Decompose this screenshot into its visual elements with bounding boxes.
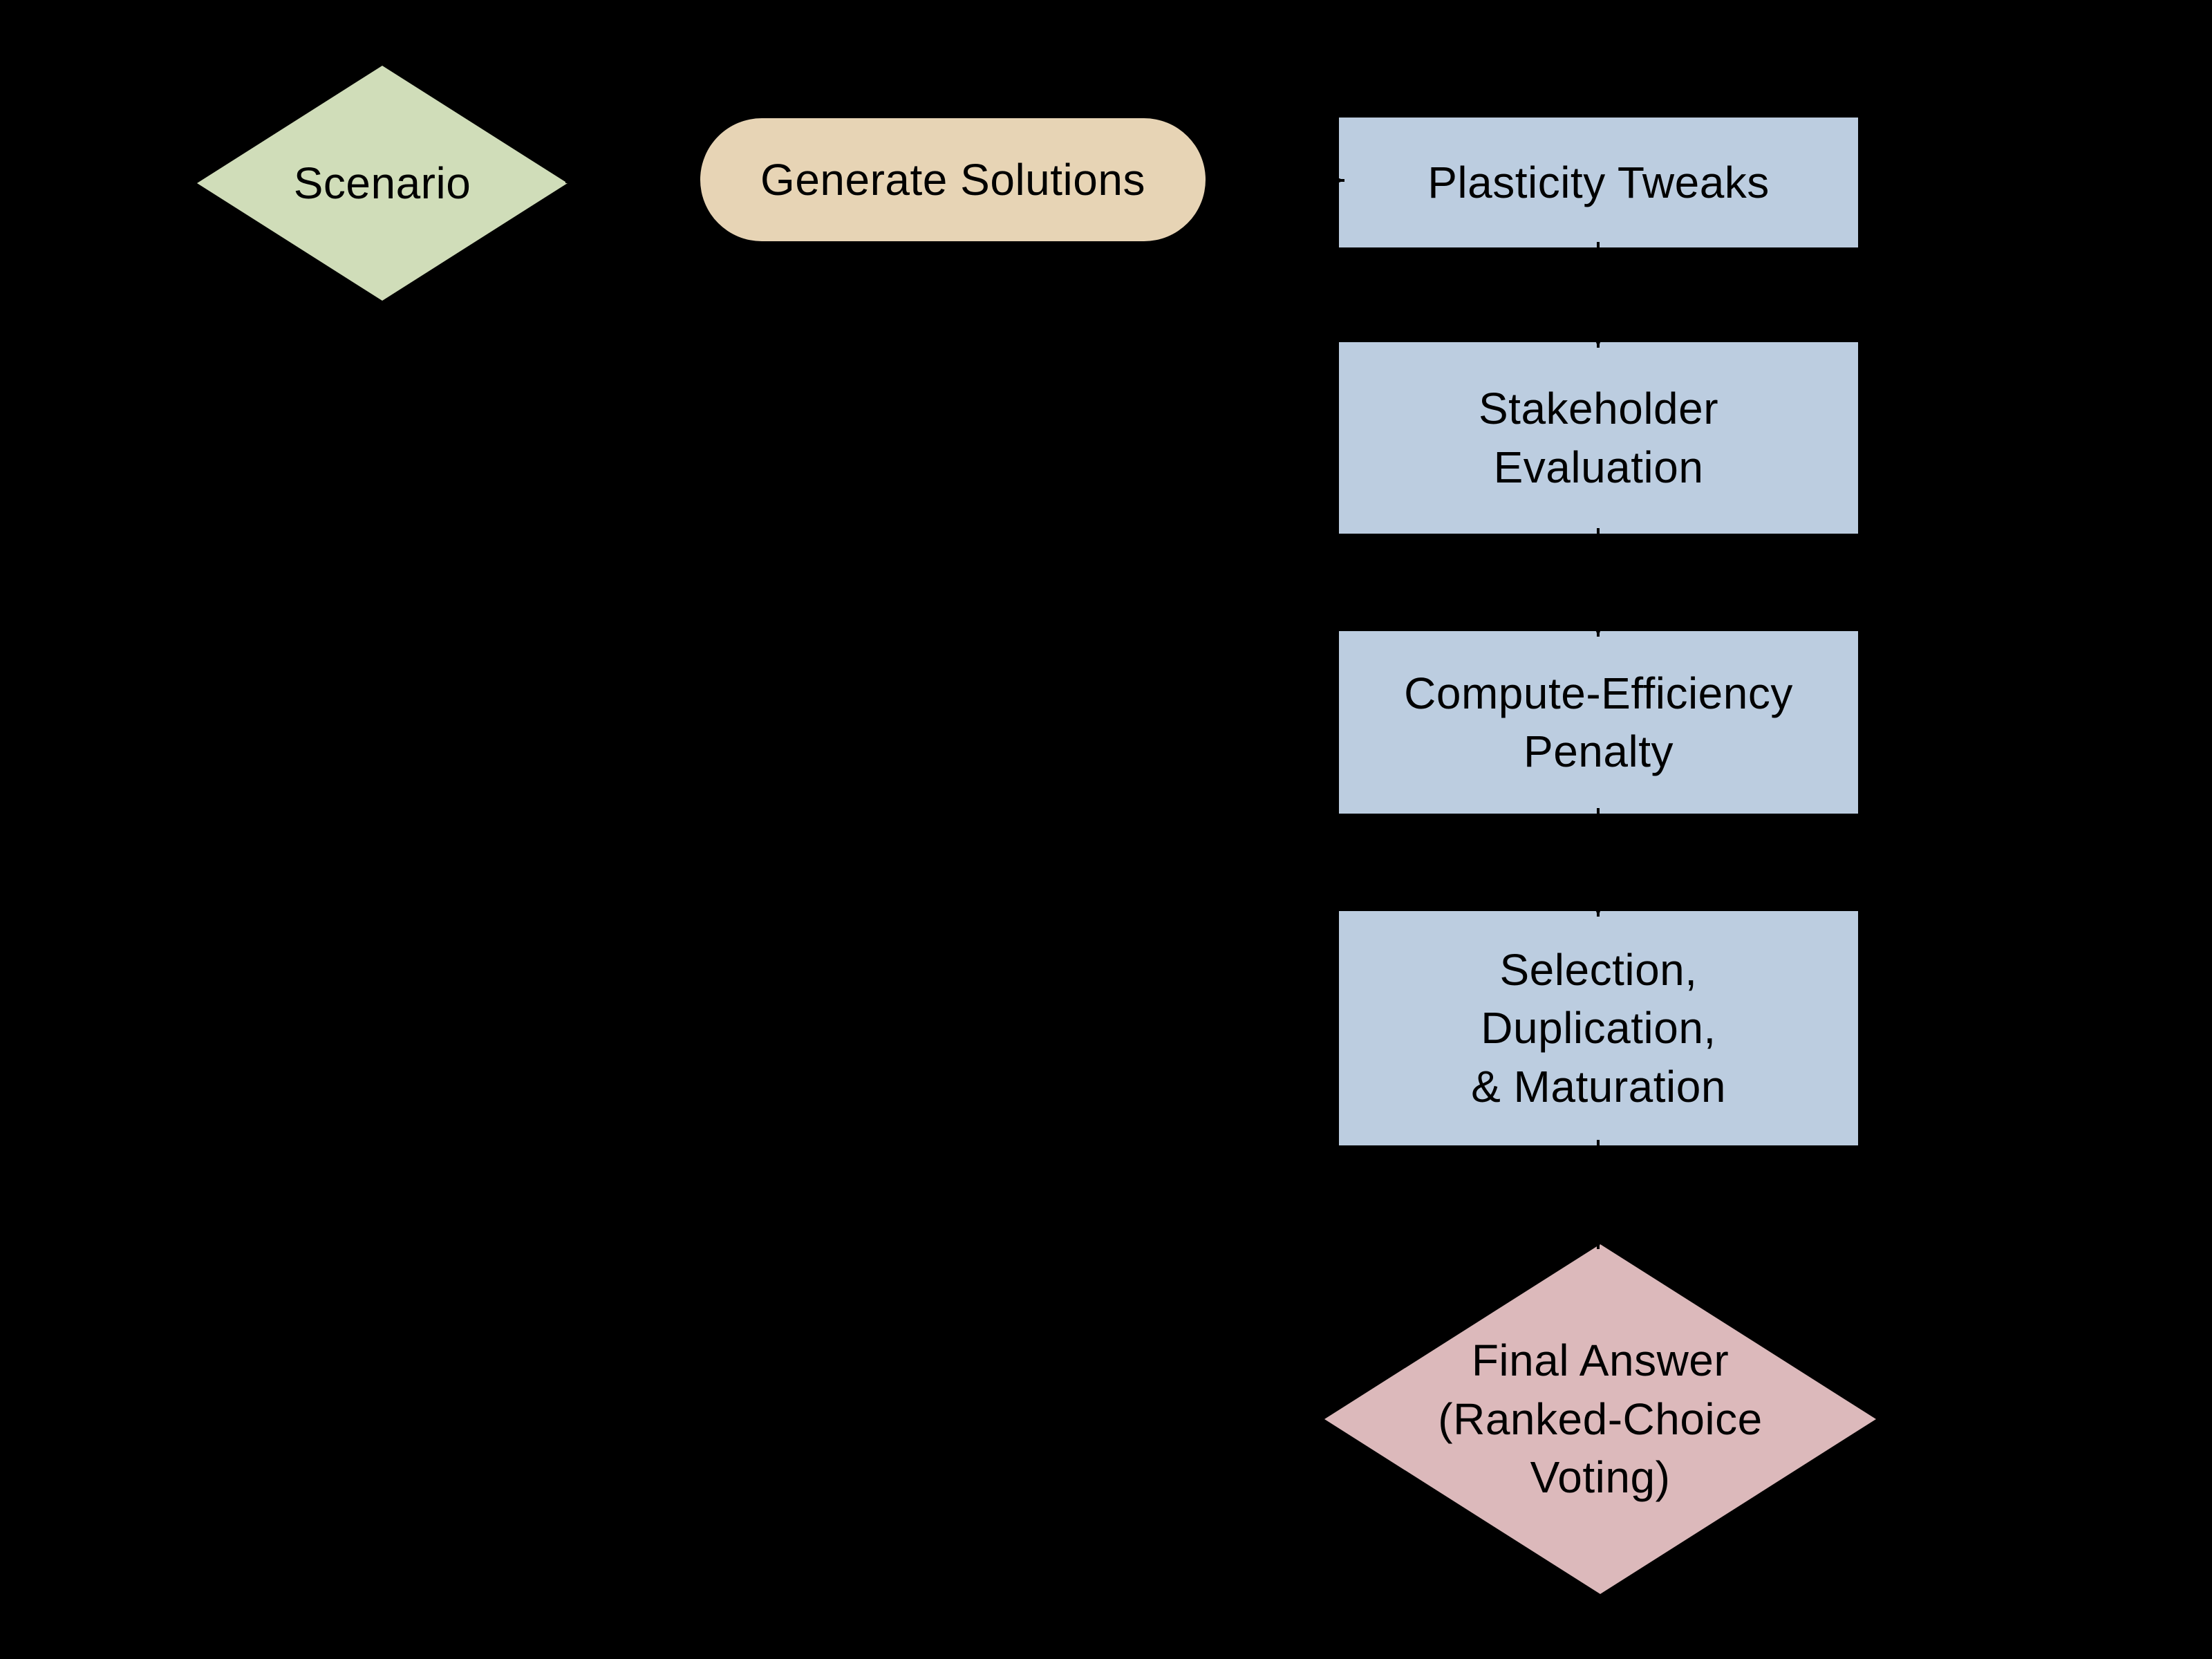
node-final-answer: Final Answer (Ranked-Choice Voting) [1324,1244,1876,1594]
node-generate-solutions: Generate Solutions [700,118,1206,241]
node-stakeholder-evaluation: Stakeholder Evaluation [1339,342,1858,534]
node-stakeholder-evaluation-label: Stakeholder Evaluation [1478,384,1719,492]
edge-scenario-to-generate [565,171,699,191]
node-compute-efficiency-penalty-label: Compute-Efficiency Penalty [1404,668,1793,776]
node-compute-efficiency-penalty: Compute-Efficiency Penalty [1339,631,1858,814]
node-final-answer-label: Final Answer (Ranked-Choice Voting) [1438,1335,1763,1503]
node-scenario: Scenario [197,66,568,301]
node-plasticity-tweaks-label: Plasticity Tweaks [1427,157,1770,207]
node-selection-duplication-maturation: Selection, Duplication, & Maturation [1339,911,1858,1145]
node-scenario-label: Scenario [293,158,471,208]
node-selection-duplication-maturation-label: Selection, Duplication, & Maturation [1471,944,1726,1112]
edge-final-feedback-to-plasticity [1862,172,1999,1421]
node-generate-solutions-label: Generate Solutions [760,154,1145,205]
node-plasticity-tweaks: Plasticity Tweaks [1339,118,1858,247]
